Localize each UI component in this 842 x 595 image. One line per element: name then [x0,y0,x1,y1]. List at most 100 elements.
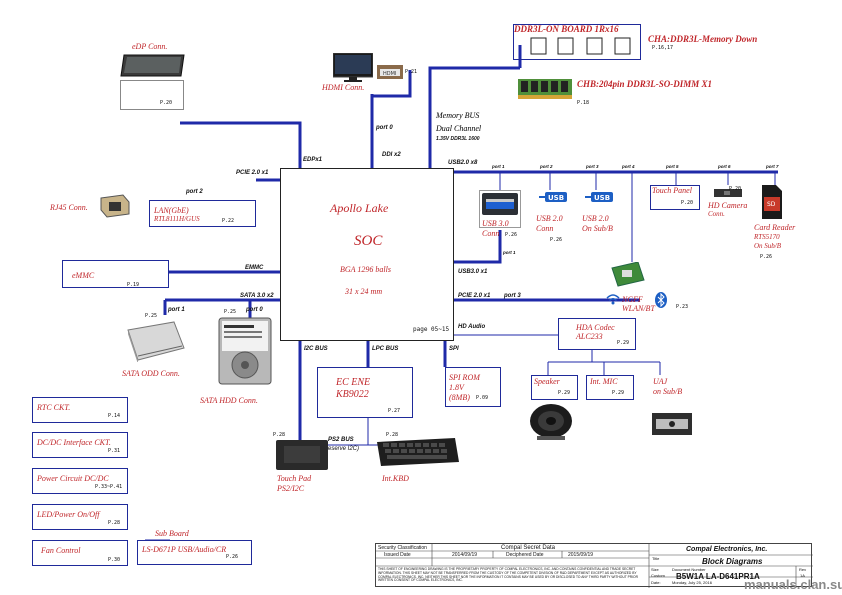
touchpanel-label: Touch Panel [652,186,692,195]
wifi-icon [606,292,620,310]
touchpad-label-1: Touch Pad [277,474,312,483]
hdmi-port-label: port 0 [376,125,393,131]
speaker-icon [529,403,573,446]
card-label-3: On Sub/B [754,242,782,250]
soc-box [280,168,454,341]
usb2b-label-2: On Sub/B [582,224,613,233]
optical-drive-icon [124,320,186,367]
usb2a-label-2: Conn [536,224,554,233]
usb2b-logo-icon: USB [585,190,615,209]
bluetooth-icon [655,292,667,313]
sata-bus-label: SATA 3.0 x2 [240,293,274,299]
usb2b-label-1: USB 2.0 [582,214,609,223]
ngff-label-1: NGFF [622,295,643,304]
memory-speed-label: 1.35V DDR3L 1600 [436,136,480,142]
pcie-lan-bus-label: PCIE 2.0 x1 [236,170,269,176]
card-page: P.26 [760,254,773,260]
odd-label: SATA ODD Conn. [122,369,180,378]
usb2a-logo-icon: USB [539,190,569,209]
misc-box-fan-page: P.30 [108,557,121,563]
soc-package: BGA 1296 balls [340,265,391,274]
misc-box-led-power-label: LED/Power On/Off [37,510,100,519]
uaj-label-1: UAJ [653,377,668,386]
disclaimer: THIS SHEET OF ENGINEERING DRAWING IS THE… [378,567,639,583]
ddr3l-onboard-label: DDR3L-ON BOARD 1Rx16 [514,24,619,34]
misc-box-fan: Fan Control P.30 [32,540,128,566]
ngff-port-label: port 3 [504,293,521,299]
usb-port-2: port 2 [540,164,553,169]
spi-rom-box [445,367,501,407]
edp-bus-label: EDPx1 [303,157,323,163]
odd-page: P.25 [145,313,158,319]
ec-label-1: EC ENE [336,377,371,388]
hdd-icon [218,317,272,390]
hdmi-label: HDMI Conn. [322,83,365,92]
size-label: Size [651,567,659,572]
company-name: Compal Electronics, Inc. [686,546,768,553]
monitor-icon [332,52,374,88]
subboard-label: LS-D671P USB/Audio/CR [142,545,227,554]
usb3-bus-line [453,230,502,264]
mic-box [586,375,634,400]
doc-title: Block Diagrams [702,557,763,566]
memory-channel-label: Dual Channel [436,124,482,133]
misc-box-rtc-page: P.14 [108,413,121,419]
svg-text:HDMI: HDMI [383,71,396,77]
touchpanel-page: P.20 [681,200,694,206]
lan-port-label: port 2 [186,189,203,195]
cha-label: CHA:DDR3L-Memory Down [648,34,758,44]
ps2-bus-sublabel: (reserve I2C) [324,446,360,452]
ps2-bus-label: PS2 BUS [328,437,354,443]
camera-connector-icon [714,186,742,204]
doc-number: B5W1A LA-D641PR1A [676,572,760,581]
sata-port1-label: port 1 [168,307,185,313]
touchpanel-box [650,185,700,210]
i2c-bus-label: I2C BUS [304,346,328,352]
emmc-bus-label: EMMC [245,265,264,271]
lan-label-2: RTL8111H/GUS [154,215,200,223]
camera-label-1: HD Camera [708,201,748,210]
usb3-page: P.26 [505,232,518,238]
uaj-label-2: on Sub/B [653,387,683,396]
usb2a-logo-text: USB [548,194,564,202]
edp-label: eDP Conn. [132,42,168,51]
lan-label-1: LAN(GbE) [154,206,189,215]
usb2-bus-label: USB2.0 x8 [448,160,478,166]
keyboard-icon [377,438,459,471]
edp-box [120,80,184,110]
security-label: Security Classification [378,545,427,551]
usb-port-1: port 1 [492,164,505,169]
deciphered-value: 2015/09/19 [568,552,594,558]
mic-page: P.29 [612,390,625,396]
doc-number-label: Document Number [672,567,706,572]
usb3-port-icon [482,193,518,220]
security-value: Compal Secret Data [501,545,556,551]
touchpad-label-2: PS2/I2C [277,484,305,493]
camera-label-2: Conn. [708,210,725,218]
emmc-page: P.19 [127,282,140,288]
spi-rom-label-1: SPI ROM [449,373,480,382]
hdmi-page: P.21 [405,69,418,75]
rj45-connector-icon [99,194,131,223]
speaker-page: P.29 [558,390,571,396]
subboard-title: Sub Board [155,529,189,538]
date-value: Monday, July 25, 2016 [672,580,712,585]
sata-port0-label: port 0 [246,307,263,313]
codec-label-2: ALC233 [576,332,603,341]
issued-value: 2014/09/19 [452,552,478,558]
rev-label: Rev [799,567,807,572]
misc-box-fan-label: Fan Control [41,546,81,555]
chb-page: P.18 [577,100,590,106]
misc-box-dcdc-interface-page: P.31 [108,448,121,454]
issued-label: Issued Date [384,552,411,558]
ec-label-2: KB9022 [336,389,369,400]
usb2b-logo-text: USB [594,194,610,202]
usb-port-4: port 4 [622,164,635,169]
lan-box [149,200,256,227]
usb3-box [479,190,521,228]
ngff-page: P.23 [676,304,689,310]
memory-bus-line [428,66,520,170]
spi-rom-label-2: 1.8V [449,383,464,392]
misc-box-dcdc-interface: DC/DC Interface CKT. P.31 [32,432,128,458]
